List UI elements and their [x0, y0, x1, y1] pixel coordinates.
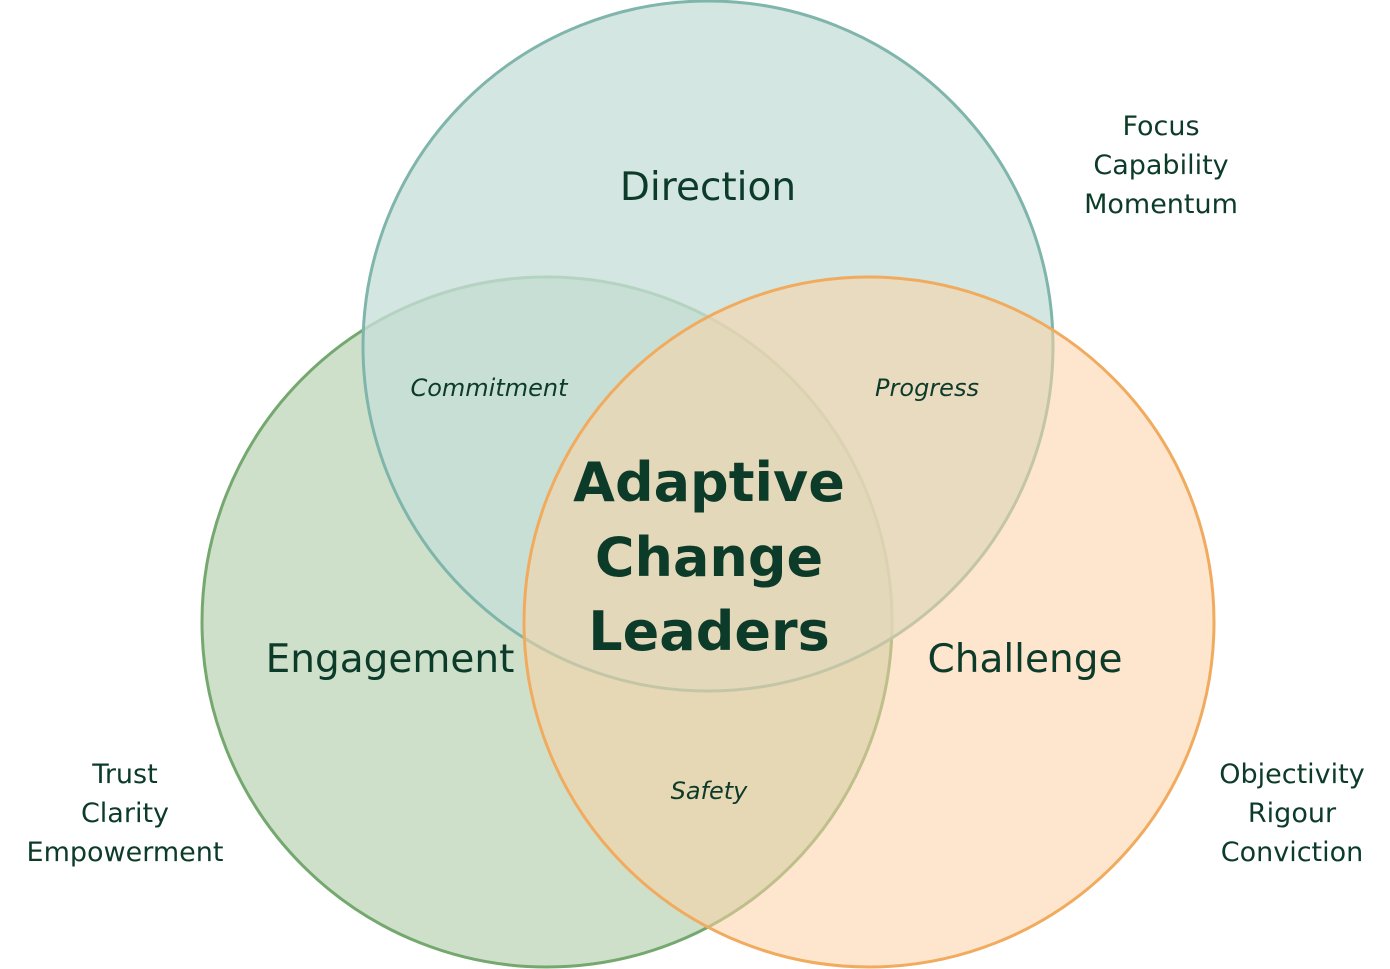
challenge-attribute: Rigour [1248, 798, 1337, 829]
engagement-attribute: Trust [91, 759, 157, 790]
center-line-3: Leaders [588, 600, 830, 663]
direction-attribute: Capability [1093, 150, 1228, 181]
commitment-label: Commitment [410, 374, 569, 402]
challenge-circle [522, 275, 1216, 969]
engagement-attribute: Empowerment [27, 837, 224, 868]
direction-attribute: Momentum [1084, 189, 1238, 220]
engagement-label: Engagement [266, 637, 515, 682]
safety-label: Safety [671, 777, 749, 805]
challenge-attribute: Conviction [1221, 837, 1364, 868]
challenge-attribute: Objectivity [1219, 759, 1365, 790]
center-line-2: Change [595, 526, 823, 589]
center-line-1: Adaptive [573, 451, 845, 514]
direction-attribute: Focus [1122, 111, 1199, 142]
engagement-attribute: Clarity [81, 798, 169, 829]
direction-label: Direction [620, 165, 796, 210]
progress-label: Progress [875, 374, 979, 402]
challenge-label: Challenge [928, 637, 1123, 682]
